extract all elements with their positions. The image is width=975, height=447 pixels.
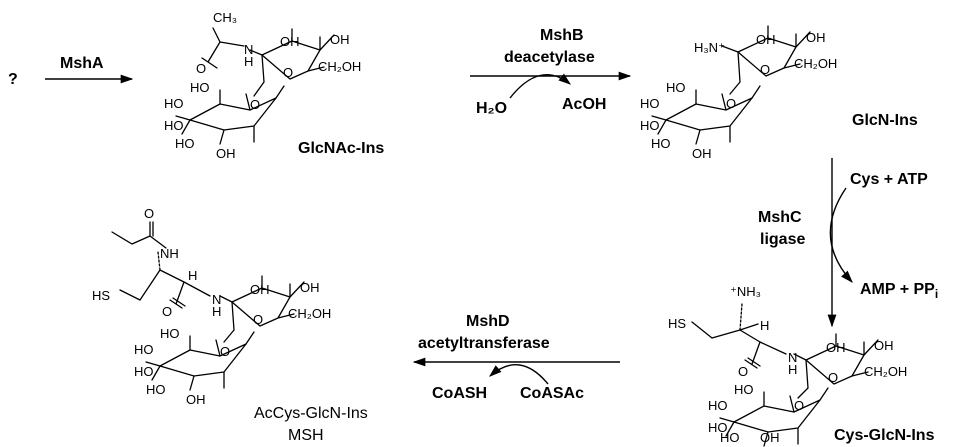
cys-amide-h: H — [788, 362, 797, 377]
glcn-ins-name: GlcN-Ins — [852, 112, 918, 129]
mshd-role-label: acetyltransferase — [418, 335, 550, 352]
acetyl-nh-label: NH — [160, 246, 179, 261]
ins-oh-3: HO — [164, 118, 184, 133]
mshb-enzyme-label: MshB — [540, 27, 584, 44]
mshc-product-label: AMP + PPi — [860, 281, 938, 301]
cys-ins-oh-1: HO — [734, 382, 754, 397]
cys-glcn-ins-name: Cys-GlcN-Ins — [834, 427, 935, 444]
glcn-ins-oh-3: HO — [640, 118, 660, 133]
msh-amide-h: H — [212, 304, 221, 319]
ch2oh-label: CH₂OH — [318, 59, 361, 74]
msh-ins-oh-5: OH — [186, 392, 206, 407]
cys-thiol-label: HS — [668, 316, 686, 331]
ins-oh-1: HO — [190, 80, 210, 95]
mshc-cofactor-arrow — [829, 187, 853, 283]
accys-glcn-ins-structure — [111, 221, 305, 391]
msh-alias-label: MSH — [288, 427, 324, 444]
mshd-cofactor-arrow — [489, 364, 549, 385]
cys-ch2oh: CH₂OH — [864, 364, 907, 379]
mshd-reactant-label: CoASAc — [520, 385, 584, 402]
msh-glycosidic-o: O — [220, 344, 230, 359]
cys-sugar-oh-1: OH — [826, 340, 846, 355]
glcn-ins-oh-1: HO — [666, 80, 686, 95]
msh-ins-oh-4: HO — [146, 382, 166, 397]
acetyl-methyl-label: CH₃ — [213, 10, 237, 25]
cys-ring-o: O — [828, 370, 838, 385]
msh-alpha-h-label: H — [188, 268, 197, 283]
msh-sugar-oh-1: OH — [250, 282, 270, 297]
cys-amide-n: N — [788, 350, 797, 365]
cys-glycosidic-o: O — [794, 398, 804, 413]
unknown-precursor-label: ? — [8, 71, 18, 88]
carbonyl-o-label: O — [196, 61, 206, 76]
cys-ins-oh-4: HO — [720, 430, 740, 445]
acetyl-o-label: O — [144, 206, 154, 221]
mshc-enzyme-label: MshC — [758, 209, 802, 226]
msh-ins-oh-1: HO — [160, 326, 180, 341]
amide-n-label: N — [244, 42, 253, 57]
mshb-product-label: AcOH — [562, 96, 606, 113]
mshc-role-label: ligase — [760, 231, 805, 248]
glcn-ins-oh-2: HO — [640, 96, 660, 111]
cys-ammonium-label: ⁺NH₃ — [730, 284, 761, 299]
glcn-ins-oh-5: OH — [692, 146, 712, 161]
msha-enzyme-label: MshA — [60, 55, 104, 72]
ins-oh-2: HO — [164, 96, 184, 111]
mshb-role-label: deacetylase — [504, 49, 595, 66]
cys-alpha-h-label: H — [760, 318, 769, 333]
glcn-ins-oh-4: HO — [651, 136, 671, 151]
cys-ins-oh-2: HO — [708, 398, 728, 413]
glcnac-ins-name: GlcNAc-Ins — [298, 140, 384, 157]
cys-carbonyl-o: O — [738, 364, 748, 379]
glcn-ring-o: O — [760, 62, 770, 77]
msh-ins-oh-2: HO — [134, 342, 154, 357]
msh-amide-n: N — [212, 292, 221, 307]
sugar-oh-2: OH — [330, 32, 350, 47]
glcn-sugar-oh-2: OH — [806, 30, 826, 45]
msh-ring-o: O — [253, 312, 263, 327]
msh-thiol-label: HS — [92, 288, 110, 303]
glcn-ch2oh: CH₂OH — [794, 56, 837, 71]
cys-ins-oh-3: HO — [708, 420, 728, 435]
ammonium-label: H₃N⁺ — [694, 40, 725, 55]
ins-oh-4: HO — [175, 136, 195, 151]
glycosidic-o-label: O — [250, 97, 260, 112]
glcn-sugar-oh-1: OH — [756, 32, 776, 47]
mshb-reactant-label: H₂O — [476, 100, 507, 117]
msh-ch2oh: CH₂OH — [288, 306, 331, 321]
accys-glcn-ins-name: AcCys-GlcN-Ins — [254, 405, 368, 422]
msh-ins-oh-3: HO — [134, 364, 154, 379]
amide-h-label: H — [244, 54, 253, 69]
mshd-enzyme-label: MshD — [466, 313, 510, 330]
cys-sugar-oh-2: OH — [874, 338, 894, 353]
mshc-reactant-label: Cys + ATP — [850, 171, 928, 188]
ring-o-label: O — [283, 65, 293, 80]
msh-carbonyl-o: O — [162, 304, 172, 319]
ins-oh-5: OH — [216, 146, 236, 161]
msh-sugar-oh-2: OH — [300, 280, 320, 295]
glcn-glycosidic-o: O — [726, 96, 736, 111]
cys-glcn-ins-structure — [691, 303, 879, 447]
sugar-oh-1: OH — [280, 34, 300, 49]
glcnac-ins-structure — [175, 27, 335, 145]
mshd-product-label: CoASH — [432, 385, 487, 402]
glcn-ins-structure — [651, 25, 811, 145]
cys-ins-oh-5: OH — [760, 430, 780, 445]
mshb-cofactor-arrow — [509, 73, 571, 99]
